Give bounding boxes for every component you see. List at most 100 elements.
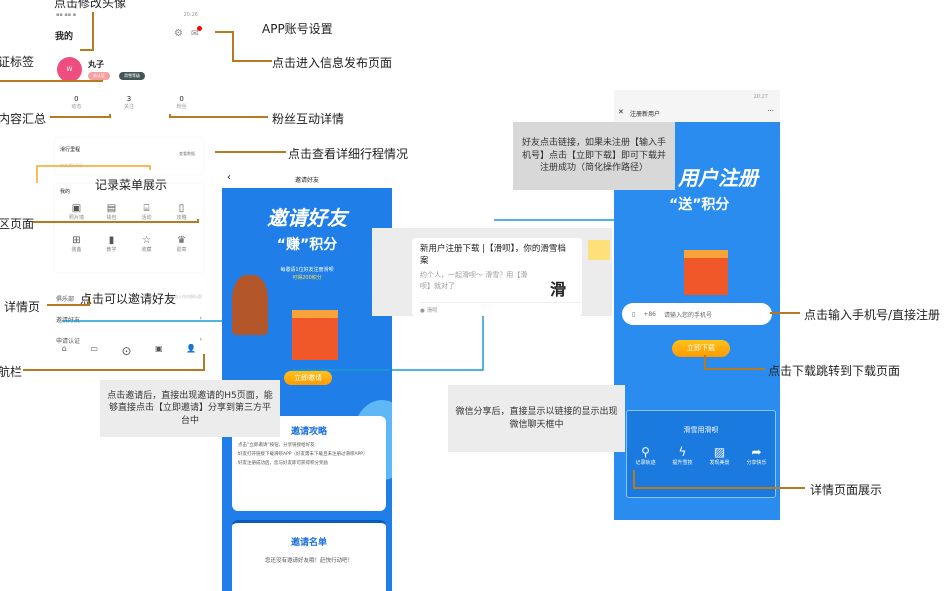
my-menu-card: 我的 ▣照片墙 ▤钱包 ⌸活动 ▯攻略 ⊞装备 ▮教学 ☆收藏 ♛勋章 [55, 184, 203, 272]
menu-guide[interactable]: ▯攻略 [176, 203, 187, 221]
phone-icon: ▯ [632, 310, 636, 318]
rules-list: 点击“立即邀请”按钮，分享链接给好友 好友打开链接下载滑呗APP（好友需未下载且… [232, 437, 386, 472]
feature-track: ⚲记录轨迹 [635, 445, 656, 466]
list-empty: 您还没有邀请好友哦！赶快行动吧！ [264, 558, 353, 564]
rules-title: 邀请攻略 [290, 427, 327, 437]
label-invite: 点击可以邀请好友 [80, 292, 177, 306]
feature-scenery: ▨发现美景 [709, 445, 730, 466]
label-nav: 航栏 [0, 365, 23, 379]
label-phone-input: 点击输入手机号/直接注册 [804, 308, 941, 322]
line-share [392, 316, 484, 371]
close-icon[interactable]: ✕ [618, 108, 624, 116]
label-download: 点击下载跳转到下载页面 [768, 364, 901, 378]
menu-grid: ▣照片墙 ▤钱包 ⌸活动 ▯攻略 ⊞装备 ▮教学 ☆收藏 ♛勋章 [55, 195, 203, 261]
link-source: ● 滑呗 [420, 302, 582, 314]
invite-header: ‹ 邀请好友 [222, 170, 392, 188]
menu-favorites[interactable]: ☆收藏 [141, 235, 152, 253]
menu-title: 我的 [60, 189, 71, 195]
label-detail-show: 详情页面展示 [810, 483, 883, 497]
phone-input[interactable]: ▯ +86 请输入您的手机号 [622, 303, 772, 325]
more-icon[interactable]: ··· [767, 107, 774, 115]
status-bar: ▪▪ ▪▪ ▪ [56, 12, 77, 18]
menu-wallet[interactable]: ▤钱包 [106, 203, 117, 221]
invite-now-button[interactable]: 立即邀请 [284, 371, 332, 385]
link-title: 新用户注册下载 |【滑呗】，你的滑雪档案 [420, 244, 566, 267]
trip-title: 滑行里程 [60, 147, 81, 153]
gift-illustration [292, 310, 338, 360]
register-note: 好友点击链接，如果未注册【输入手机号】点击【立即下载】即可下载并注册成功（简化操… [513, 122, 675, 190]
chat-avatar [588, 240, 610, 260]
rule-1: 点击“立即邀请”按钮，分享链接给好友 [238, 443, 315, 448]
feature-share: ➦分享快乐 [746, 445, 767, 466]
menu-gear[interactable]: ⊞装备 [71, 235, 82, 253]
level-badge: 滑雪等级 [119, 72, 145, 80]
row-apply-cert[interactable]: 申请认证› [56, 336, 202, 345]
country-code[interactable]: +86 [643, 310, 656, 318]
gear-icon[interactable]: ⚙ [174, 28, 183, 39]
menu-photo-wall[interactable]: ▣照片墙 [68, 203, 84, 221]
nav-resort[interactable]: ▭ [90, 344, 98, 353]
avatar[interactable]: W [57, 57, 82, 82]
status-time: 20:26 [183, 12, 198, 18]
feature-title: 滑雪用滑呗 [683, 426, 719, 434]
cert-badge[interactable]: 未认证 [88, 72, 110, 80]
label-avatar: 点击修改头像 [54, 0, 127, 10]
label-menu: 记录菜单展示 [95, 178, 168, 192]
label-cert: 证标签 [0, 55, 35, 69]
nav-message[interactable]: ▣ [155, 344, 163, 353]
bottom-nav: ⌂ ▭ ⊙ ▣ 👤 [50, 344, 208, 358]
list-title: 邀请名单 [290, 538, 327, 548]
invite-points: 可得200积分 [292, 275, 322, 281]
register-headline: 用户注册 [678, 166, 758, 190]
nav-mine[interactable]: 👤 [186, 344, 197, 353]
invite-page-screenshot: 邀请好友 “赚”积分 每邀请1位好友注册滑呗 可得200积分 立即邀请 邀请攻略… [222, 170, 392, 591]
label-fans: 粉丝互动详情 [272, 112, 345, 126]
trip-sub: 你共滑行0米 [60, 163, 83, 168]
invite-headline: 邀请好友 [267, 206, 347, 230]
menu-medals[interactable]: ♛勋章 [176, 235, 187, 253]
message-icon[interactable]: ✉ [191, 26, 202, 39]
back-icon[interactable]: ‹ [227, 172, 231, 183]
trip-card[interactable]: 滑行里程 查看数据 你共滑行0米 [55, 138, 203, 174]
status-time: 20:27 [753, 94, 768, 100]
register-sub: “送”积分 [669, 197, 730, 213]
person-illustration [232, 275, 268, 335]
register-header: 20:27 ✕ 注册新用户 ··· [614, 90, 780, 122]
download-now-button[interactable]: 立即下载 [672, 340, 730, 357]
app-logo: 滑 [550, 280, 567, 299]
invite-sub: “赚”积分 [276, 237, 338, 253]
invite-note: 点击邀请后，直接出现邀请的H5页面，能够直接点击【立即邀请】分享到第三方平台中 [100, 380, 280, 437]
invite-desc: 每邀请1位好友注册滑呗 [280, 267, 334, 273]
phone-placeholder: 请输入您的手机号 [663, 311, 712, 319]
link-desc: 约个人，一起滑呗～ 滑雪？用【滑呗】就对了 [420, 271, 528, 291]
rule-3: 好友注册成功后，您与好友即可获得积分奖励 [238, 461, 328, 466]
row-invite-friends[interactable]: 邀请好友› [56, 315, 202, 324]
label-detail: 详情页 [4, 300, 41, 314]
invite-list-card: 邀请名单 您还没有邀请好友哦！赶快行动吧！ [232, 520, 386, 591]
nav-home[interactable]: ⌂ [61, 344, 67, 353]
username: 丸子 [88, 60, 104, 69]
label-settings: APP账号设置 [262, 22, 333, 36]
nav-record[interactable]: ⊙ [121, 344, 132, 358]
menu-teaching[interactable]: ▮教学 [106, 235, 117, 253]
gift-illustration [684, 250, 728, 295]
label-zone: 区页面 [0, 217, 35, 231]
page-title: 我的 [55, 32, 74, 42]
rule-2: 好友打开链接下载滑呗APP（好友需未下载且未注册过滑呗APP） [238, 452, 368, 457]
invite-title: 邀请好友 [294, 177, 319, 184]
link-card[interactable]: 新用户注册下载 |【滑呗】，你的滑雪档案 约个人，一起滑呗～ 滑雪？用【滑呗】就… [412, 238, 582, 316]
register-title: 注册新用户 [630, 111, 661, 118]
label-summary: 内容汇总 [0, 112, 47, 126]
label-trip: 点击查看详细行程情况 [288, 147, 409, 161]
trip-link[interactable]: 查看数据 [179, 151, 195, 156]
wechat-note: 微信分享后，直接显示以链接的显示出现微信聊天框中 [448, 385, 625, 452]
wechat-chat-preview: 新用户注册下载 |【滑呗】，你的滑雪档案 约个人，一起滑呗～ 滑雪？用【滑呗】就… [372, 228, 612, 316]
menu-activity[interactable]: ⌸活动 [141, 203, 152, 221]
